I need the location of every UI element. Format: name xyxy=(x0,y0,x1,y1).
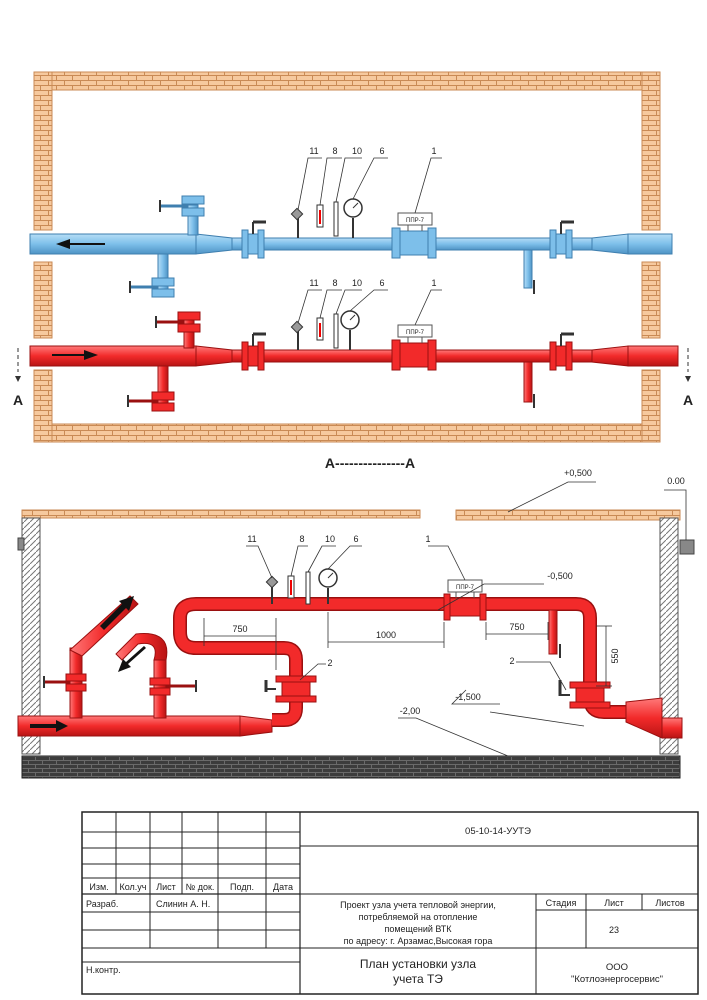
row-razrab: Разраб. xyxy=(86,899,118,909)
supply-label-11: 11 xyxy=(309,278,318,288)
return-flow-arrow xyxy=(56,239,105,249)
drawing-title-line-2: учета ТЭ xyxy=(393,972,443,986)
level-floor: -2,00 xyxy=(400,706,421,716)
dim-750-left: 750 xyxy=(232,624,247,634)
supply-label-8: 8 xyxy=(332,278,337,288)
return-pipeline xyxy=(29,195,673,298)
level-roof: +0,500 xyxy=(564,468,592,478)
valve-left-label: 2 xyxy=(327,658,332,668)
section-cut-lines xyxy=(17,348,689,372)
section-riser-arrow-2 xyxy=(118,646,146,672)
dim-550: 550 xyxy=(610,648,620,663)
sheet-value: 23 xyxy=(609,925,619,935)
section-mark-left: A xyxy=(13,392,23,408)
col-podp: Подп. xyxy=(230,882,254,892)
section-title: A---------------A xyxy=(325,455,415,471)
return-label-11: 11 xyxy=(309,146,318,156)
section-label-1: 1 xyxy=(425,534,430,544)
supply-flow-arrow xyxy=(52,350,98,360)
level-ground: 0.00 xyxy=(667,476,685,486)
section-inlet-arrow xyxy=(30,720,68,732)
section-dimension-lines xyxy=(203,481,687,757)
section-riser-arrow-1 xyxy=(100,596,134,630)
section-meter-tag: ППР-7 xyxy=(456,585,475,591)
supply-label-6: 6 xyxy=(379,278,384,288)
col-ndok: № док. xyxy=(186,882,215,892)
section-label-11: 11 xyxy=(247,534,256,544)
col-list: Лист xyxy=(156,882,176,892)
section-label-10: 10 xyxy=(325,534,335,544)
razrab-name: Слинин А. Н. xyxy=(156,899,210,909)
company-line-1: ООО xyxy=(606,962,628,973)
col-izm: Изм. xyxy=(89,882,108,892)
section-cut-arrow-right xyxy=(685,376,691,382)
company-line-2: "Котлоэнергосервис" xyxy=(571,974,663,985)
plan-brick-enclosure xyxy=(33,71,661,443)
return-label-10: 10 xyxy=(352,146,362,156)
drawing-title-line-1: План установки узла xyxy=(360,957,476,971)
sheets-header: Листов xyxy=(655,898,684,908)
level-bottom: -1,500 xyxy=(455,692,481,702)
plan-leader-lines xyxy=(297,157,442,326)
title-block xyxy=(81,811,699,995)
section-label-6: 6 xyxy=(353,534,358,544)
valve-right-label: 2 xyxy=(509,656,514,666)
supply-pipeline xyxy=(29,310,679,412)
project-line-4: по адресу: г. Арзамас,Высокая гора xyxy=(344,936,493,946)
supply-meter-tag: ППР-7 xyxy=(406,330,425,336)
supply-label-10: 10 xyxy=(352,278,362,288)
level-meter: -0,500 xyxy=(547,571,573,581)
section-mark-right: A xyxy=(683,392,693,408)
dim-750-right: 750 xyxy=(509,622,524,632)
col-data: Дата xyxy=(273,882,293,892)
dim-1000: 1000 xyxy=(376,630,396,640)
row-nkontr: Н.контр. xyxy=(86,965,121,975)
section-cut-arrow-left xyxy=(15,376,21,382)
supply-line-labels: 11 8 10 6 1 xyxy=(309,278,436,288)
doc-code: 05-10-14-УУТЭ xyxy=(465,826,531,837)
project-line-1: Проект узла учета тепловой энергии, xyxy=(340,900,496,910)
project-line-2: потребляемой на отопление xyxy=(359,912,478,922)
return-label-6: 6 xyxy=(379,146,384,156)
project-line-3: помещений ВТК xyxy=(384,924,452,934)
section-label-8: 8 xyxy=(299,534,304,544)
supply-label-1: 1 xyxy=(431,278,436,288)
sheet-header: Лист xyxy=(604,898,624,908)
section-structure xyxy=(17,509,695,779)
return-label-1: 1 xyxy=(431,146,436,156)
section-piping xyxy=(17,568,683,739)
col-koluch: Кол.уч xyxy=(120,882,147,892)
return-meter-tag: ППР-7 xyxy=(406,218,425,224)
return-line-labels: 11 8 10 6 1 xyxy=(309,146,436,156)
return-label-8: 8 xyxy=(332,146,337,156)
stage-header: Стадия xyxy=(546,898,577,908)
